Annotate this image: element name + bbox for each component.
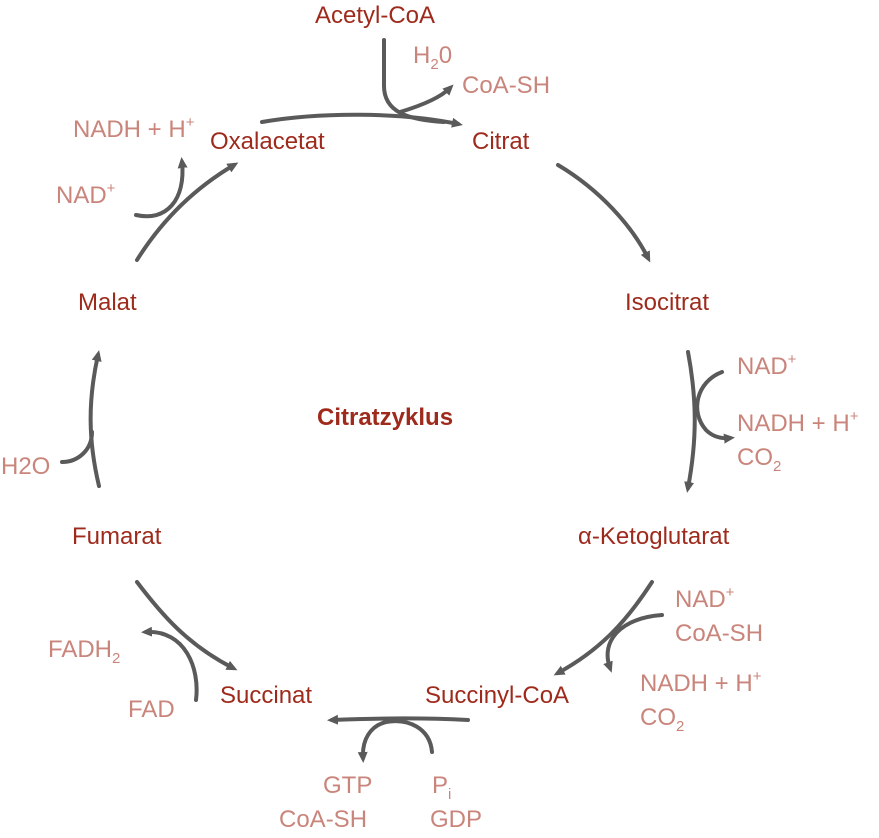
cofactor-fad: FAD xyxy=(128,696,175,723)
citrat-to-isocitrat-arrow xyxy=(556,163,651,263)
metabolite-citrat: Citrat xyxy=(472,128,530,155)
fumarat-cofactor-arrow xyxy=(141,626,199,702)
metabolite-oxalacetat: Oxalacetat xyxy=(210,128,325,155)
metabolite-isocitrat: Isocitrat xyxy=(625,289,710,316)
cofactor-nad-1: NAD+ xyxy=(737,351,797,380)
acetyl-coa-input-arrow xyxy=(382,38,446,124)
cofactor-h2o-2: H2O xyxy=(1,453,51,480)
malat-to-oxalacetat-arrow xyxy=(135,162,239,262)
cofactor-nadh-1: NADH + H+ xyxy=(737,408,859,437)
ketoglutarat-cofactor-arrow xyxy=(603,613,664,673)
metabolite-fumarat: Fumarat xyxy=(72,523,162,550)
succinyl-coa-to-succinat-arrow xyxy=(327,714,470,725)
cofactor-co2-1: CO2 xyxy=(737,444,782,475)
cofactor-coa-sh-1: CoA-SH xyxy=(462,72,551,99)
coa-sh-release-arrow xyxy=(398,84,454,114)
cofactor-pi: Pi xyxy=(432,772,452,803)
metabolite-succinyl-coa: Succinyl-CoA xyxy=(425,682,570,709)
succinyl-coa-cofactor-arrow xyxy=(357,719,434,763)
cofactor-coa-sh-2: CoA-SH xyxy=(675,620,764,647)
h2o-input-arrow xyxy=(60,430,94,464)
cofactor-h2o-in: H20 xyxy=(413,42,453,73)
isocitrat-to-ketoglutarat-arrow xyxy=(684,350,697,493)
metabolite-succinat: Succinat xyxy=(220,682,313,709)
cofactor-gdp: GDP xyxy=(430,806,483,833)
cofactor-gtp: GTP xyxy=(323,772,373,799)
metabolite-malat: Malat xyxy=(78,289,137,316)
cofactor-coa-sh-3: CoA-SH xyxy=(279,806,368,833)
cofactor-nadh-2: NADH + H+ xyxy=(640,668,762,697)
metabolite-acetyl-coa: Acetyl-CoA xyxy=(315,2,436,29)
malat-cofactor-arrow xyxy=(134,157,188,219)
cofactor-nad-2: NAD+ xyxy=(675,584,735,613)
ketoglutarat-to-succinyl-coa-arrow xyxy=(553,580,654,676)
fumarat-to-succinat-arrow xyxy=(135,580,238,671)
fumarat-to-malat-arrow xyxy=(88,350,102,488)
cofactor-fadh2: FADH2 xyxy=(48,636,121,667)
cycle-title: Citratzyklus xyxy=(317,404,454,431)
cofactor-co2-2: CO2 xyxy=(640,704,685,735)
metabolite-ketoglutarat: α-Ketoglutarat xyxy=(578,523,730,550)
isocitrat-cofactor-arrow xyxy=(695,370,735,444)
cofactor-nad-3: NAD+ xyxy=(56,180,116,209)
cofactor-nadh-3: NADH + H+ xyxy=(73,114,195,143)
